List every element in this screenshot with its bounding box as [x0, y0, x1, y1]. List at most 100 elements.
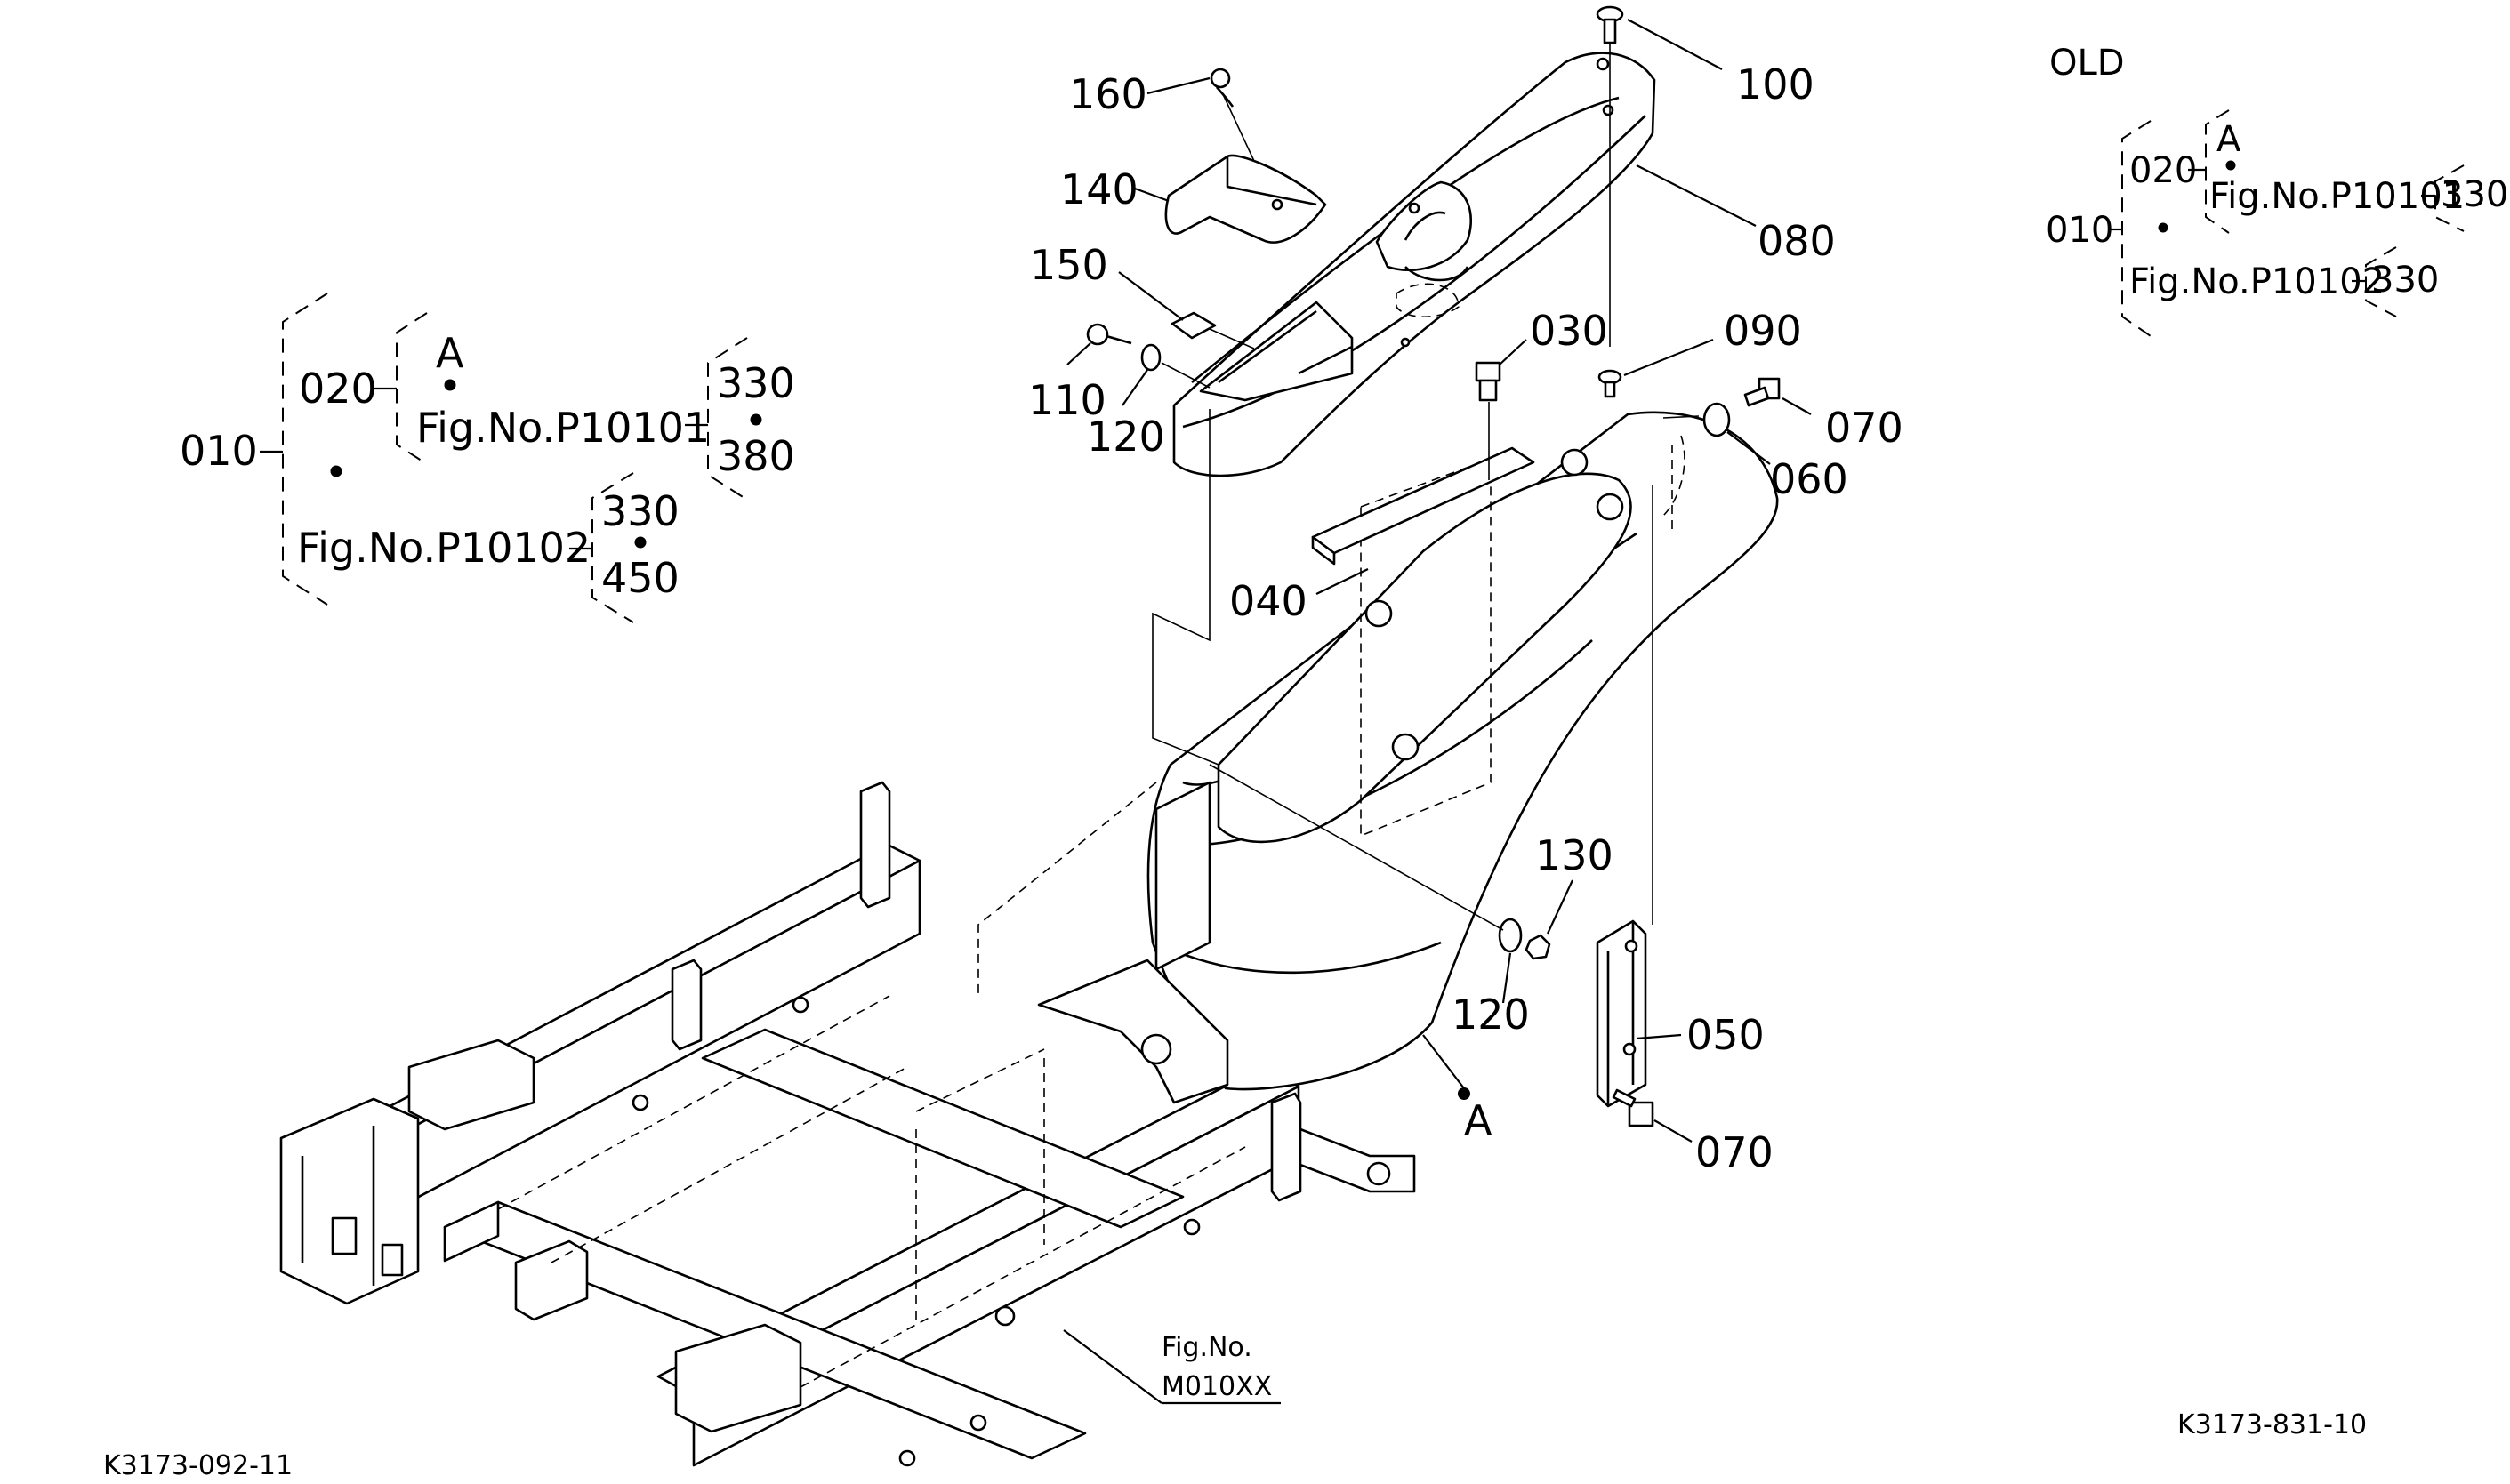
leader-110	[1066, 342, 1091, 365]
callout-070-top: 070	[1825, 404, 1903, 452]
mark-a-old: A	[2216, 119, 2241, 160]
callout-080: 080	[1758, 217, 1836, 265]
leader-160	[1146, 76, 1211, 95]
frame-slot	[331, 1216, 358, 1255]
frame-ref-fig: Fig.No.	[1162, 1332, 1252, 1363]
callout-140: 140	[1060, 165, 1138, 213]
ref-fig-p10102: Fig.No.P10102	[297, 524, 591, 572]
frame-hole	[969, 1414, 987, 1432]
part-070-060-top	[1662, 377, 1812, 465]
frame-hole	[994, 1305, 1016, 1327]
assembly-line-110	[1161, 362, 1211, 389]
old-label: OLD	[2049, 43, 2125, 84]
leader-050	[1636, 1033, 1682, 1040]
drawing-code-left: K3173-092-11	[103, 1450, 293, 1481]
frame-rear-mount	[407, 1039, 535, 1131]
tractor-frame: Fig.No. M010XX	[279, 781, 1416, 1467]
callout-030: 030	[1530, 307, 1608, 355]
cover-hole	[1271, 198, 1283, 211]
leader-100	[1627, 19, 1723, 70]
cover-boss	[1596, 493, 1624, 521]
nut-130	[1525, 934, 1551, 960]
cover-inner-recess	[1217, 472, 1632, 844]
frame-upright-bracket	[1270, 1092, 1302, 1202]
upper-cover-080	[1172, 52, 1757, 477]
cover-hidden-bolt	[1662, 435, 1685, 533]
bolt-070-shank	[1743, 386, 1770, 407]
frame-hole	[632, 1094, 649, 1111]
frame-side-tab	[1299, 1127, 1416, 1193]
point-a-label: A	[1464, 1096, 1492, 1144]
ref1-item-1: 330	[717, 359, 795, 407]
frame-hole	[792, 996, 809, 1014]
sub-part-number: 020	[299, 365, 377, 413]
point-a-marker	[1458, 1087, 1470, 1100]
ref-fig-p10102-old: Fig.No.P10102	[2129, 261, 2385, 302]
frame-slot	[381, 1243, 404, 1277]
assembly-line-cover	[1152, 409, 1219, 766]
cover-hidden-edge	[977, 782, 1157, 996]
frame-hole	[1366, 1161, 1391, 1186]
bracket-root	[282, 293, 328, 606]
cover-hole	[1596, 57, 1610, 71]
bracket-ref1	[707, 337, 748, 501]
screw-head	[1086, 323, 1109, 346]
bolt-shank	[1478, 379, 1498, 402]
cover-hole	[1400, 337, 1411, 348]
leader-120-top	[1122, 369, 1148, 406]
leader-070-top	[1782, 397, 1812, 415]
part-140-cover	[1134, 154, 1327, 244]
sub-part-number-old: 020	[2129, 150, 2197, 191]
leader-030	[1499, 339, 1527, 365]
washer-060	[1702, 402, 1731, 437]
frame-upright-bracket	[859, 781, 891, 909]
callout-120-top: 120	[1087, 413, 1165, 461]
root-part-number-old: 010	[2046, 210, 2113, 251]
cover-hole	[1602, 104, 1614, 116]
bracket-hole	[1624, 939, 1638, 953]
part-050-bracket	[1596, 485, 1682, 1108]
leader-070-bottom	[1653, 1119, 1693, 1143]
dot-marker	[330, 465, 342, 477]
cup-holder-hidden	[1396, 283, 1460, 318]
leader-060	[1726, 431, 1771, 465]
cover-boss	[1560, 448, 1589, 477]
callouts: 160 140 150 100 080 030 090 110 120 070 …	[1028, 60, 1903, 1176]
cup-holder	[1375, 180, 1472, 272]
root-part-number: 010	[180, 427, 258, 475]
lever-cover-140-edge	[1226, 156, 1317, 206]
callout-150: 150	[1030, 241, 1108, 289]
bracket-root-old	[2121, 120, 2152, 337]
cover-hidden-panel	[1360, 457, 1492, 838]
assembly-line-150	[1209, 328, 1255, 349]
ref2-item-old: 330	[2371, 260, 2439, 301]
callout-110: 110	[1028, 376, 1106, 424]
part-090-fastener	[1597, 338, 1714, 398]
dot-marker	[2158, 222, 2168, 233]
ref1-item-old: 330	[2441, 174, 2508, 215]
frame-clamp	[514, 1239, 589, 1321]
ref2-item-2: 450	[601, 554, 680, 602]
cover-boss	[1391, 733, 1420, 761]
bolt-head	[1475, 361, 1501, 382]
bracket-ref2	[591, 472, 634, 623]
bracket-050	[1596, 919, 1647, 1108]
assembly-alignment-lines	[915, 1048, 1045, 1325]
cover-hole	[1408, 202, 1420, 214]
structure-tree-new: 010 020 A Fig.No.P10101 330 380 Fig.No.P…	[180, 293, 795, 623]
part-030-bolt	[1475, 339, 1527, 480]
cover-plate-hole	[1140, 1033, 1172, 1065]
part-120-130-bottom	[1209, 764, 1573, 1004]
frame-upright-bracket	[671, 959, 703, 1051]
frame-hole	[1183, 1218, 1201, 1236]
leader-150	[1118, 271, 1184, 321]
dot-marker	[444, 379, 456, 391]
cup-holder-inner	[1404, 211, 1469, 282]
plate-040-edge	[1311, 535, 1336, 566]
part-110-120	[1066, 323, 1211, 406]
part-070-bottom	[1612, 1088, 1693, 1143]
callout-090: 090	[1724, 307, 1802, 355]
frame-hidden-edges	[497, 995, 1246, 1388]
assembly-line-060	[1662, 415, 1700, 419]
